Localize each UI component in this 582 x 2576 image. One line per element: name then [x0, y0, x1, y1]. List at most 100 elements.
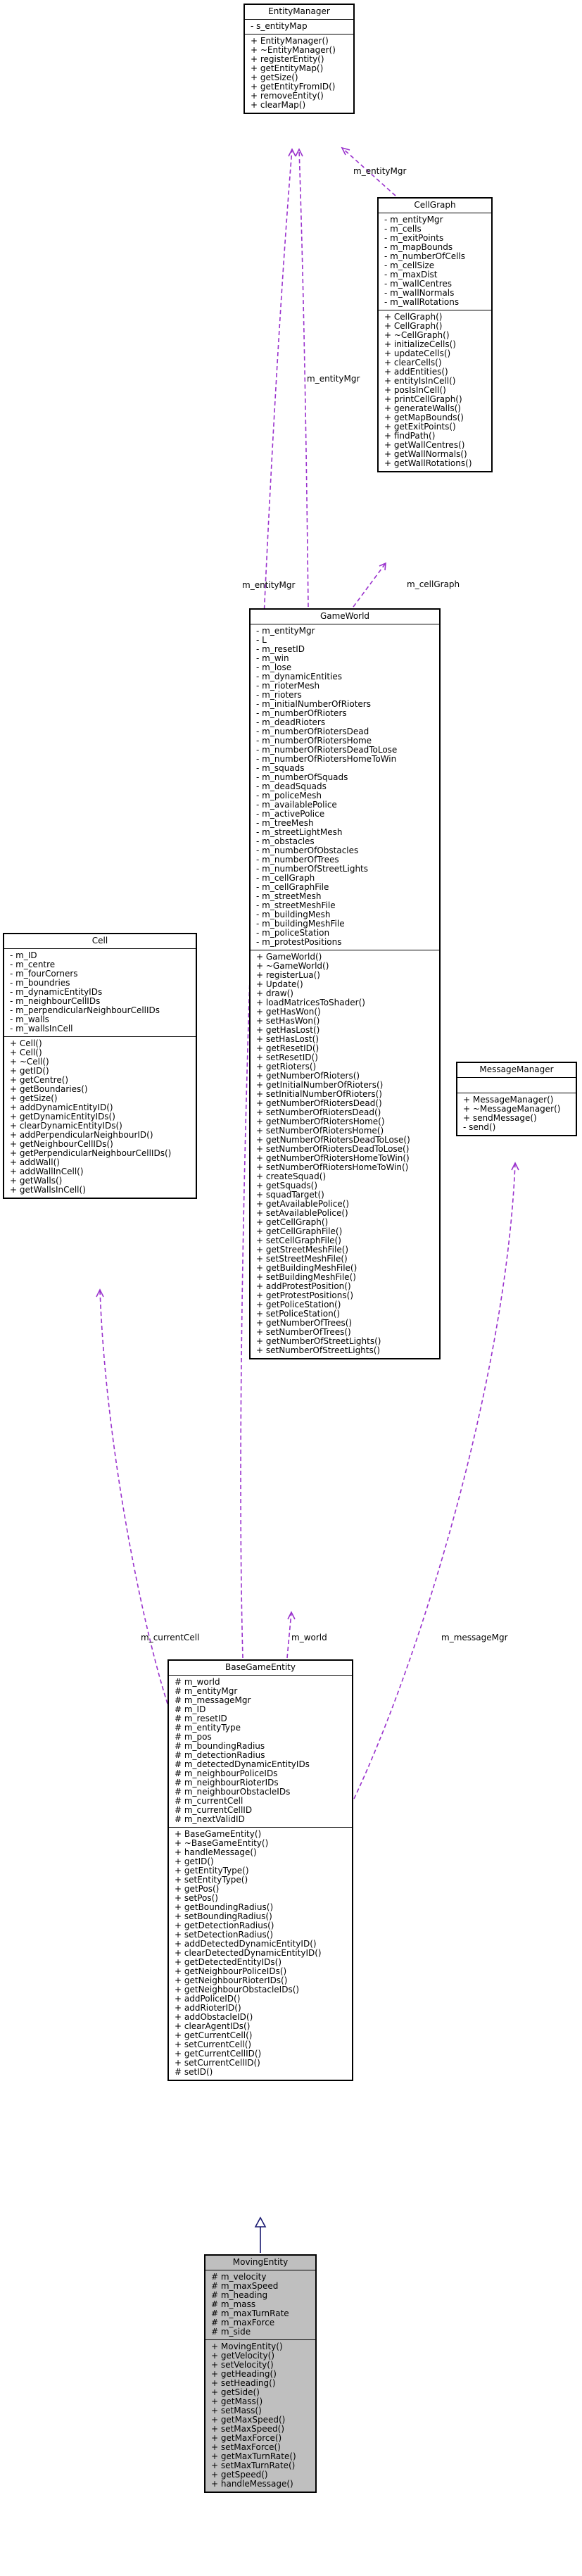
operation-row: + ~GameWorld() — [256, 961, 329, 971]
attribute-row: # m_currentCell — [175, 1796, 243, 1806]
arrowhead-base-entitymanager — [288, 148, 296, 157]
attribute-row: - m_numberOfStreetLights — [256, 864, 368, 874]
operation-row: # setID() — [175, 2067, 213, 2077]
operation-row: + getNumberOfRiotersDeadToLose() — [256, 1135, 410, 1145]
operation-row: + getInitialNumberOfRioters() — [256, 1080, 384, 1090]
attribute-row: # m_nextValidID — [175, 1814, 245, 1824]
operation-row: + updateCells() — [384, 348, 451, 358]
operation-row: + getResetID() — [256, 1043, 320, 1053]
attribute-row: # m_heading — [211, 2290, 268, 2300]
attribute-row: - m_streetLightMesh — [256, 827, 343, 837]
class-message-manager[interactable]: MessageManager + MessageManager()+ ~Mess… — [456, 1062, 577, 1136]
attribute-row: - m_cellSize — [384, 260, 435, 270]
operation-row: + setPoliceStation() — [256, 1309, 341, 1319]
attribute-row: - m_rioterMesh — [256, 681, 320, 691]
attribute-row: - m_deadRioters — [256, 717, 326, 727]
operation-row: + getBoundaries() — [10, 1084, 88, 1094]
attribute-row: # m_detectionRadius — [175, 1750, 265, 1760]
attribute-row: # m_messageMgr — [175, 1695, 251, 1705]
operation-row: + setNumberOfRiotersDeadToLose() — [256, 1144, 410, 1154]
edge-base-to-messagemanager — [353, 1162, 516, 1799]
attribute-list: # m_velocity# m_maxSpeed# m_heading# m_m… — [205, 2270, 315, 2340]
class-moving-entity[interactable]: MovingEntity # m_velocity# m_maxSpeed# m… — [204, 2254, 317, 2493]
attribute-row: # m_maxTurnRate — [211, 2308, 289, 2318]
operation-row: + addPerpendicularNeighbourID() — [10, 1130, 153, 1140]
operation-row: + getNumberOfTrees() — [256, 1318, 353, 1328]
operation-row: + findPath() — [384, 431, 436, 441]
operation-row: + getAvailablePolice() — [256, 1199, 350, 1209]
class-title: CellGraph — [379, 199, 491, 213]
attribute-row: - m_numberOfCells — [384, 251, 466, 261]
operation-row: + getHasWon() — [256, 1007, 321, 1017]
label-gameworld-entitymgr: m_entityMgr — [307, 374, 360, 384]
attribute-row: - m_protestPositions — [256, 937, 342, 947]
attribute-list: - s_entityMap — [245, 20, 353, 34]
attribute-row: - m_resetID — [256, 644, 305, 654]
attribute-list: - m_entityMgr- m_cells- m_exitPoints- m_… — [379, 213, 491, 310]
class-cell-graph[interactable]: CellGraph - m_entityMgr- m_cells- m_exit… — [377, 197, 493, 472]
operation-row: + handleMessage() — [211, 2479, 293, 2489]
operation-row: + getBuildingMeshFile() — [256, 1263, 358, 1273]
class-cell[interactable]: Cell - m_ID- m_centre- m_fourCorners- m_… — [3, 933, 197, 1199]
attribute-row: - s_entityMap — [251, 21, 308, 31]
operation-row: + getMapBounds() — [384, 413, 464, 422]
attribute-row: - m_dynamicEntityIDs — [10, 987, 103, 997]
class-entity-manager[interactable]: EntityManager - s_entityMap + EntityMana… — [243, 4, 355, 114]
attribute-row: - m_dynamicEntities — [256, 672, 343, 681]
attribute-row: - m_buildingMeshFile — [256, 919, 345, 929]
operation-row: + registerLua() — [256, 970, 320, 980]
operation-row: + printCellGraph() — [384, 394, 462, 404]
operation-row: + getID() — [10, 1066, 49, 1076]
operation-row: + getNumberOfRioters() — [256, 1071, 360, 1081]
operation-row: + ~EntityManager() — [251, 45, 336, 55]
operation-row: + setNumberOfStreetLights() — [256, 1345, 381, 1355]
attribute-row: - m_initialNumberOfRioters — [256, 699, 371, 709]
operation-row: + getNeighbourPoliceIDs() — [175, 1966, 287, 1976]
operation-row: + getRioters() — [256, 1062, 317, 1072]
operation-list: + MovingEntity()+ getVelocity()+ setVelo… — [205, 2340, 315, 2492]
operation-row: - send() — [463, 1122, 496, 1132]
attribute-row: - m_entityMgr — [384, 215, 443, 225]
attribute-row: # m_world — [175, 1677, 220, 1687]
operation-row: + initializeCells() — [384, 339, 456, 349]
operation-row: + getDetectedEntityIDs() — [175, 1957, 282, 1967]
arrowhead-cellgraph-entitymanager — [341, 146, 350, 156]
edge-base-to-gameworld — [286, 1611, 292, 1659]
class-game-world[interactable]: GameWorld - m_entityMgr- L- m_resetID- m… — [249, 608, 441, 1359]
operation-row: + setEntityType() — [175, 1875, 248, 1885]
class-base-game-entity[interactable]: BaseGameEntity # m_world# m_entityMgr# m… — [167, 1659, 353, 2081]
operation-row: + getNeighbourObstacleIDs() — [175, 1985, 300, 1994]
attribute-row: - m_perpendicularNeighbourCellIDs — [10, 1005, 160, 1015]
operation-row: + clearDynamicEntityIDs() — [10, 1121, 122, 1131]
edge-cellgraph-to-entitymanager — [341, 147, 396, 196]
operation-row: + clearMap() — [251, 100, 306, 110]
operation-row: + getNeighbourCellIDs() — [10, 1139, 113, 1149]
label-base-messagemgr: m_messageMgr — [441, 1633, 508, 1642]
operation-row: + getMaxTurnRate() — [211, 2451, 296, 2461]
operation-row: + getWallRotations() — [384, 458, 472, 468]
attribute-row: - m_obstacles — [256, 836, 315, 846]
attribute-row: - m_boundries — [10, 978, 70, 988]
class-title: BaseGameEntity — [169, 1661, 352, 1676]
operation-row: + getWallNormals() — [384, 449, 467, 459]
operation-row: + getMaxSpeed() — [211, 2415, 286, 2425]
attribute-row: - L — [256, 635, 267, 645]
operation-row: + getNumberOfRiotersDead() — [256, 1098, 382, 1108]
label-cellgraph-entitymgr: m_entityMgr — [353, 166, 407, 176]
attribute-row: - m_numberOfRiotersDeadToLose — [256, 745, 398, 755]
operation-row: + getCellGraph() — [256, 1217, 329, 1227]
class-title: Cell — [4, 934, 196, 949]
operation-row: + setNumberOfTrees() — [256, 1327, 351, 1337]
attribute-row: - m_streetMesh — [256, 891, 322, 901]
attribute-row: - m_entityMgr — [256, 626, 315, 636]
operation-row: + setCurrentCell() — [175, 2040, 252, 2049]
attribute-row: - m_maxDist — [384, 270, 438, 279]
operation-list: + Cell()+ Cell()+ ~Cell()+ getID()+ getC… — [4, 1037, 196, 1198]
operation-row: + getEntityMap() — [251, 63, 324, 73]
attribute-row: - m_deadSquads — [256, 781, 327, 791]
operation-row: + getPos() — [175, 1884, 220, 1894]
operation-row: + draw() — [256, 988, 293, 998]
attribute-row: - m_centre — [10, 960, 56, 969]
operation-row: + getNeighbourRioterIDs() — [175, 1975, 288, 1985]
operation-row: + MessageManager() — [463, 1095, 554, 1105]
